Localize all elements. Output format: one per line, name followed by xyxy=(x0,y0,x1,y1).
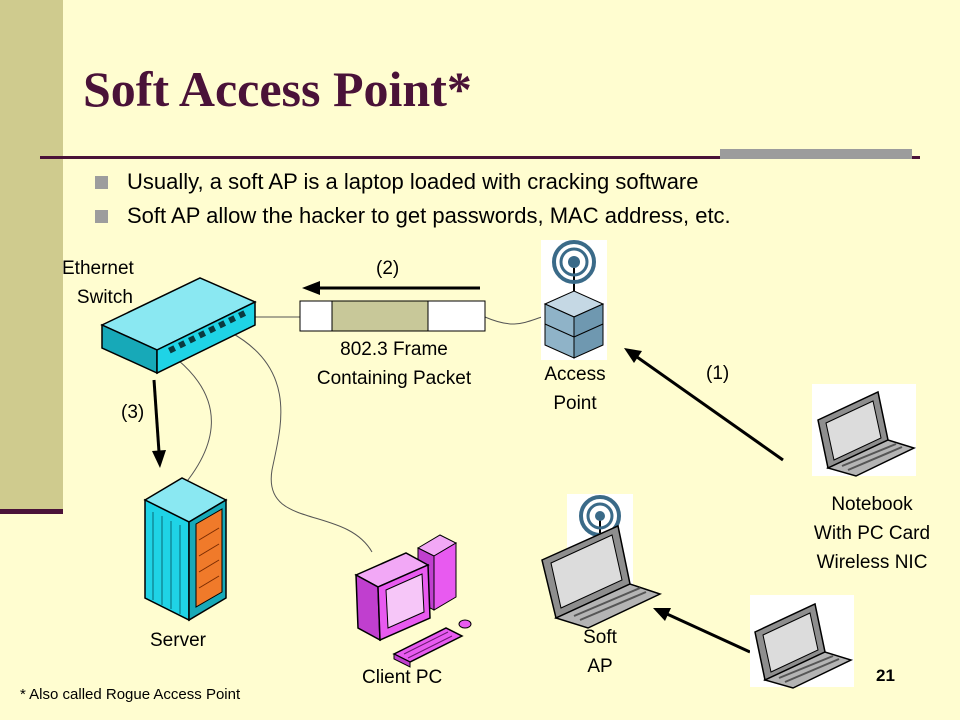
network-cables xyxy=(177,315,546,553)
bullet-list: Usually, a soft AP is a laptop loaded wi… xyxy=(95,165,731,233)
access-point-label: Access Point xyxy=(530,360,620,418)
arrow-step-2 xyxy=(302,281,480,295)
notebook-label: Notebook With PC Card Wireless NIC xyxy=(790,490,954,577)
arrow-step-3 xyxy=(152,379,166,468)
slide-title: Soft Access Point* xyxy=(83,61,472,117)
step-3-label: (3) xyxy=(121,402,145,423)
ethernet-switch-label: Ethernet Switch xyxy=(62,254,134,312)
access-point-label-line: Access xyxy=(544,364,606,385)
access-point-label-line: Point xyxy=(553,393,597,414)
cable-switch-to-server xyxy=(177,359,212,493)
soft-ap-icon xyxy=(541,494,663,629)
footnote: * Also called Rogue Access Point xyxy=(20,686,241,703)
cable-switch-to-client xyxy=(229,331,373,553)
ethernet-switch-label-line: Ethernet xyxy=(62,258,134,279)
server-icon xyxy=(143,477,228,622)
ethernet-switch-icon xyxy=(100,277,257,375)
client-pc-label: Client PC xyxy=(362,667,443,688)
notebook-laptop-icon xyxy=(812,384,917,477)
bullet-item: Soft AP allow the hacker to get password… xyxy=(95,199,731,233)
bullet-item: Usually, a soft AP is a laptop loaded wi… xyxy=(95,165,731,199)
access-point-icon xyxy=(541,240,607,360)
notebook-label-line: With PC Card xyxy=(813,523,931,544)
server-label: Server xyxy=(150,630,206,651)
cable-frame-to-ap xyxy=(484,315,546,325)
notebook-label-line: Notebook xyxy=(831,494,913,515)
packet-frame-icon xyxy=(299,300,486,332)
left-band-underline xyxy=(0,509,63,514)
frame-label-line: 802.3 Frame xyxy=(340,339,448,360)
soft-ap-label: Soft AP xyxy=(575,623,625,681)
title-rule xyxy=(40,156,920,159)
bullet-marker-icon xyxy=(95,210,108,223)
arrow-to-soft-ap xyxy=(653,608,751,654)
soft-ap-label-line: Soft xyxy=(583,627,617,648)
bullet-text: Soft AP allow the hacker to get password… xyxy=(127,203,731,228)
frame-label-line: Containing Packet xyxy=(316,368,472,389)
bullet-text: Usually, a soft AP is a laptop loaded wi… xyxy=(127,169,699,194)
left-decorative-band xyxy=(0,0,63,512)
step-1-label: (1) xyxy=(706,363,730,384)
title-rule-accent xyxy=(720,149,912,159)
bullet-marker-icon xyxy=(95,176,108,189)
client-pc-icon xyxy=(354,534,472,668)
ethernet-switch-label-line: Switch xyxy=(76,287,133,308)
notebook-label-line: Wireless NIC xyxy=(816,552,928,573)
step-2-label: (2) xyxy=(376,258,400,279)
soft-ap-label-line: AP xyxy=(587,656,613,677)
arrow-step-1 xyxy=(624,348,784,462)
attacker-laptop-icon xyxy=(750,595,854,689)
frame-label: 802.3 Frame Containing Packet xyxy=(294,335,494,393)
page-number: 21 xyxy=(876,666,895,685)
